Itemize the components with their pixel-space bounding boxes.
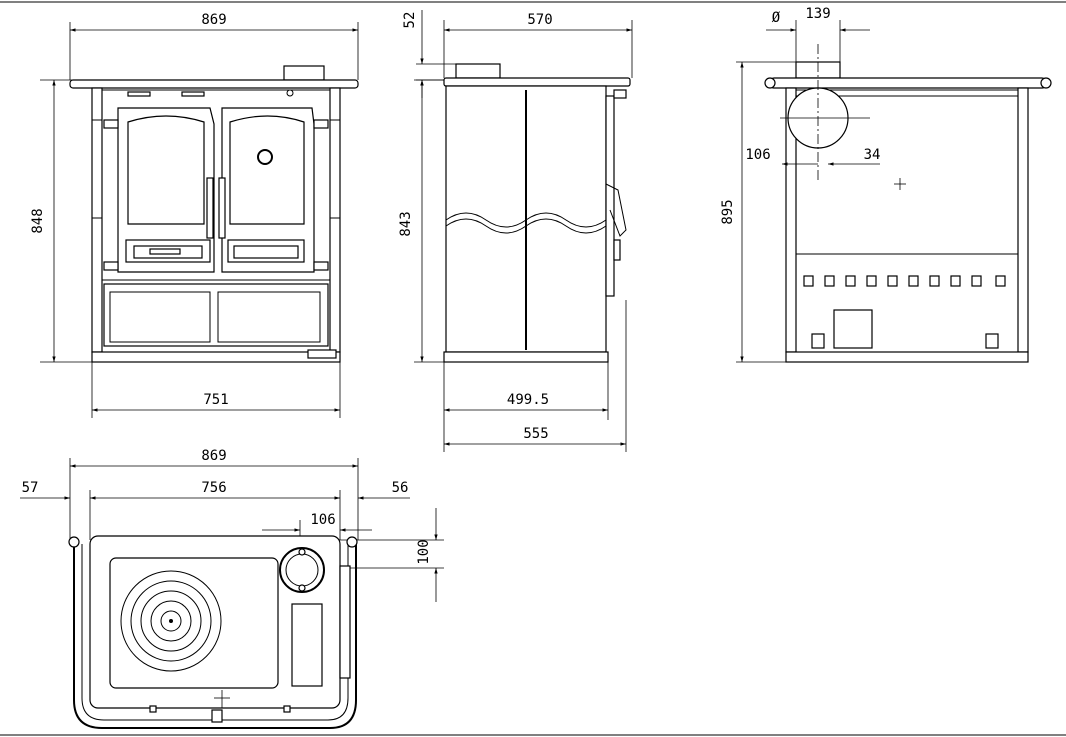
top-view: 869 756 57 56 106 100 [20, 448, 444, 729]
top-flue-offset-label: 106 [310, 512, 335, 528]
side-top-depth-label: 570 [527, 12, 552, 28]
back-view: Ø 139 895 106 34 [720, 6, 1052, 363]
top-width-label: 869 [201, 448, 226, 464]
back-offset-left-label: 106 [745, 147, 770, 163]
diameter-symbol: Ø [772, 10, 781, 26]
back-height-label: 895 [720, 199, 736, 224]
side-height-label: 843 [398, 211, 414, 236]
side-view: 570 52 843 499.5 555 [398, 10, 633, 452]
side-depth-inner-label: 499.5 [507, 392, 549, 408]
front-view: 869 848 751 [30, 12, 359, 418]
front-width-label: 869 [201, 12, 226, 28]
top-flue-depth-label: 100 [416, 539, 432, 564]
top-inner-width-label: 756 [201, 480, 226, 496]
back-diameter-label: 139 [805, 6, 830, 22]
front-base-width-label: 751 [203, 392, 228, 408]
top-right-margin-label: 56 [392, 480, 409, 496]
front-height-label: 848 [30, 208, 46, 233]
side-depth-outer-label: 555 [523, 426, 548, 442]
back-offset-right-label: 34 [864, 147, 881, 163]
side-top-offset-label: 52 [402, 12, 418, 29]
top-left-margin-label: 57 [22, 480, 39, 496]
